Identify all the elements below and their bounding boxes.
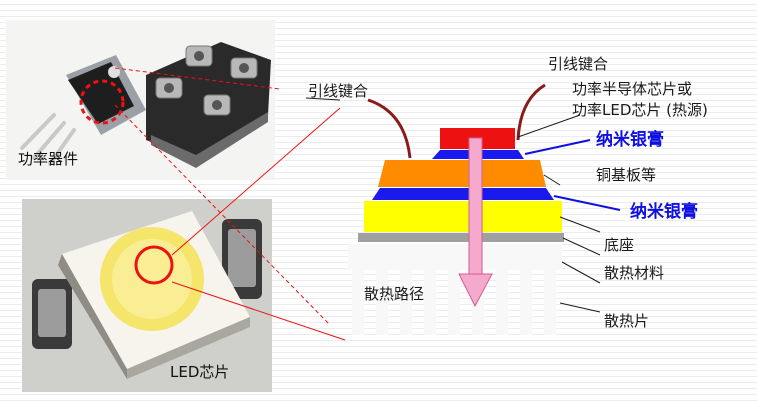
base-layer (358, 233, 564, 242)
power-device-illustration (20, 42, 271, 168)
wire-bond-left (367, 98, 412, 159)
solder-layer (364, 201, 562, 232)
power-module (146, 42, 271, 168)
led-highlight-circle (134, 245, 174, 285)
heat-path-arrow (458, 137, 493, 308)
wire-bond-right (516, 83, 546, 141)
heat-sink-fins (352, 270, 556, 335)
power-device-label: 功率器件 (18, 150, 79, 168)
to247-leads (20, 113, 76, 166)
base-label: 底座 (604, 236, 635, 254)
nano-silver-bottom-layer (372, 188, 554, 200)
heat-path-label: 散热路径 (364, 285, 425, 303)
wire-bond-right-label: 引线键合 (548, 55, 609, 73)
heat-sink-label: 散热片 (604, 312, 650, 330)
heat-sink-body (348, 244, 562, 270)
copper-substrate-label: 铜基板等 (596, 166, 657, 184)
led-chip-label: LED芯片 (170, 363, 230, 381)
to247-package (66, 55, 146, 135)
chip-label-line2: 功率LED芯片 (热源) (572, 101, 708, 119)
wire-bond-left-label: 引线键合 (308, 82, 369, 100)
chip-label-line1: 功率半导体芯片或 (572, 80, 693, 98)
nano-silver-top-label: 纳米银膏 (596, 130, 664, 150)
power-device-photo: 功率器件 (6, 20, 275, 180)
led-chip-illustration (32, 211, 262, 379)
copper-substrate-layer (378, 160, 546, 187)
led-chip-photo: LED芯片 (22, 199, 272, 392)
chip-highlight-circle (79, 79, 125, 125)
heat-material-label: 散热材料 (604, 264, 665, 282)
nano-silver-bottom-label: 纳米银膏 (630, 202, 698, 222)
